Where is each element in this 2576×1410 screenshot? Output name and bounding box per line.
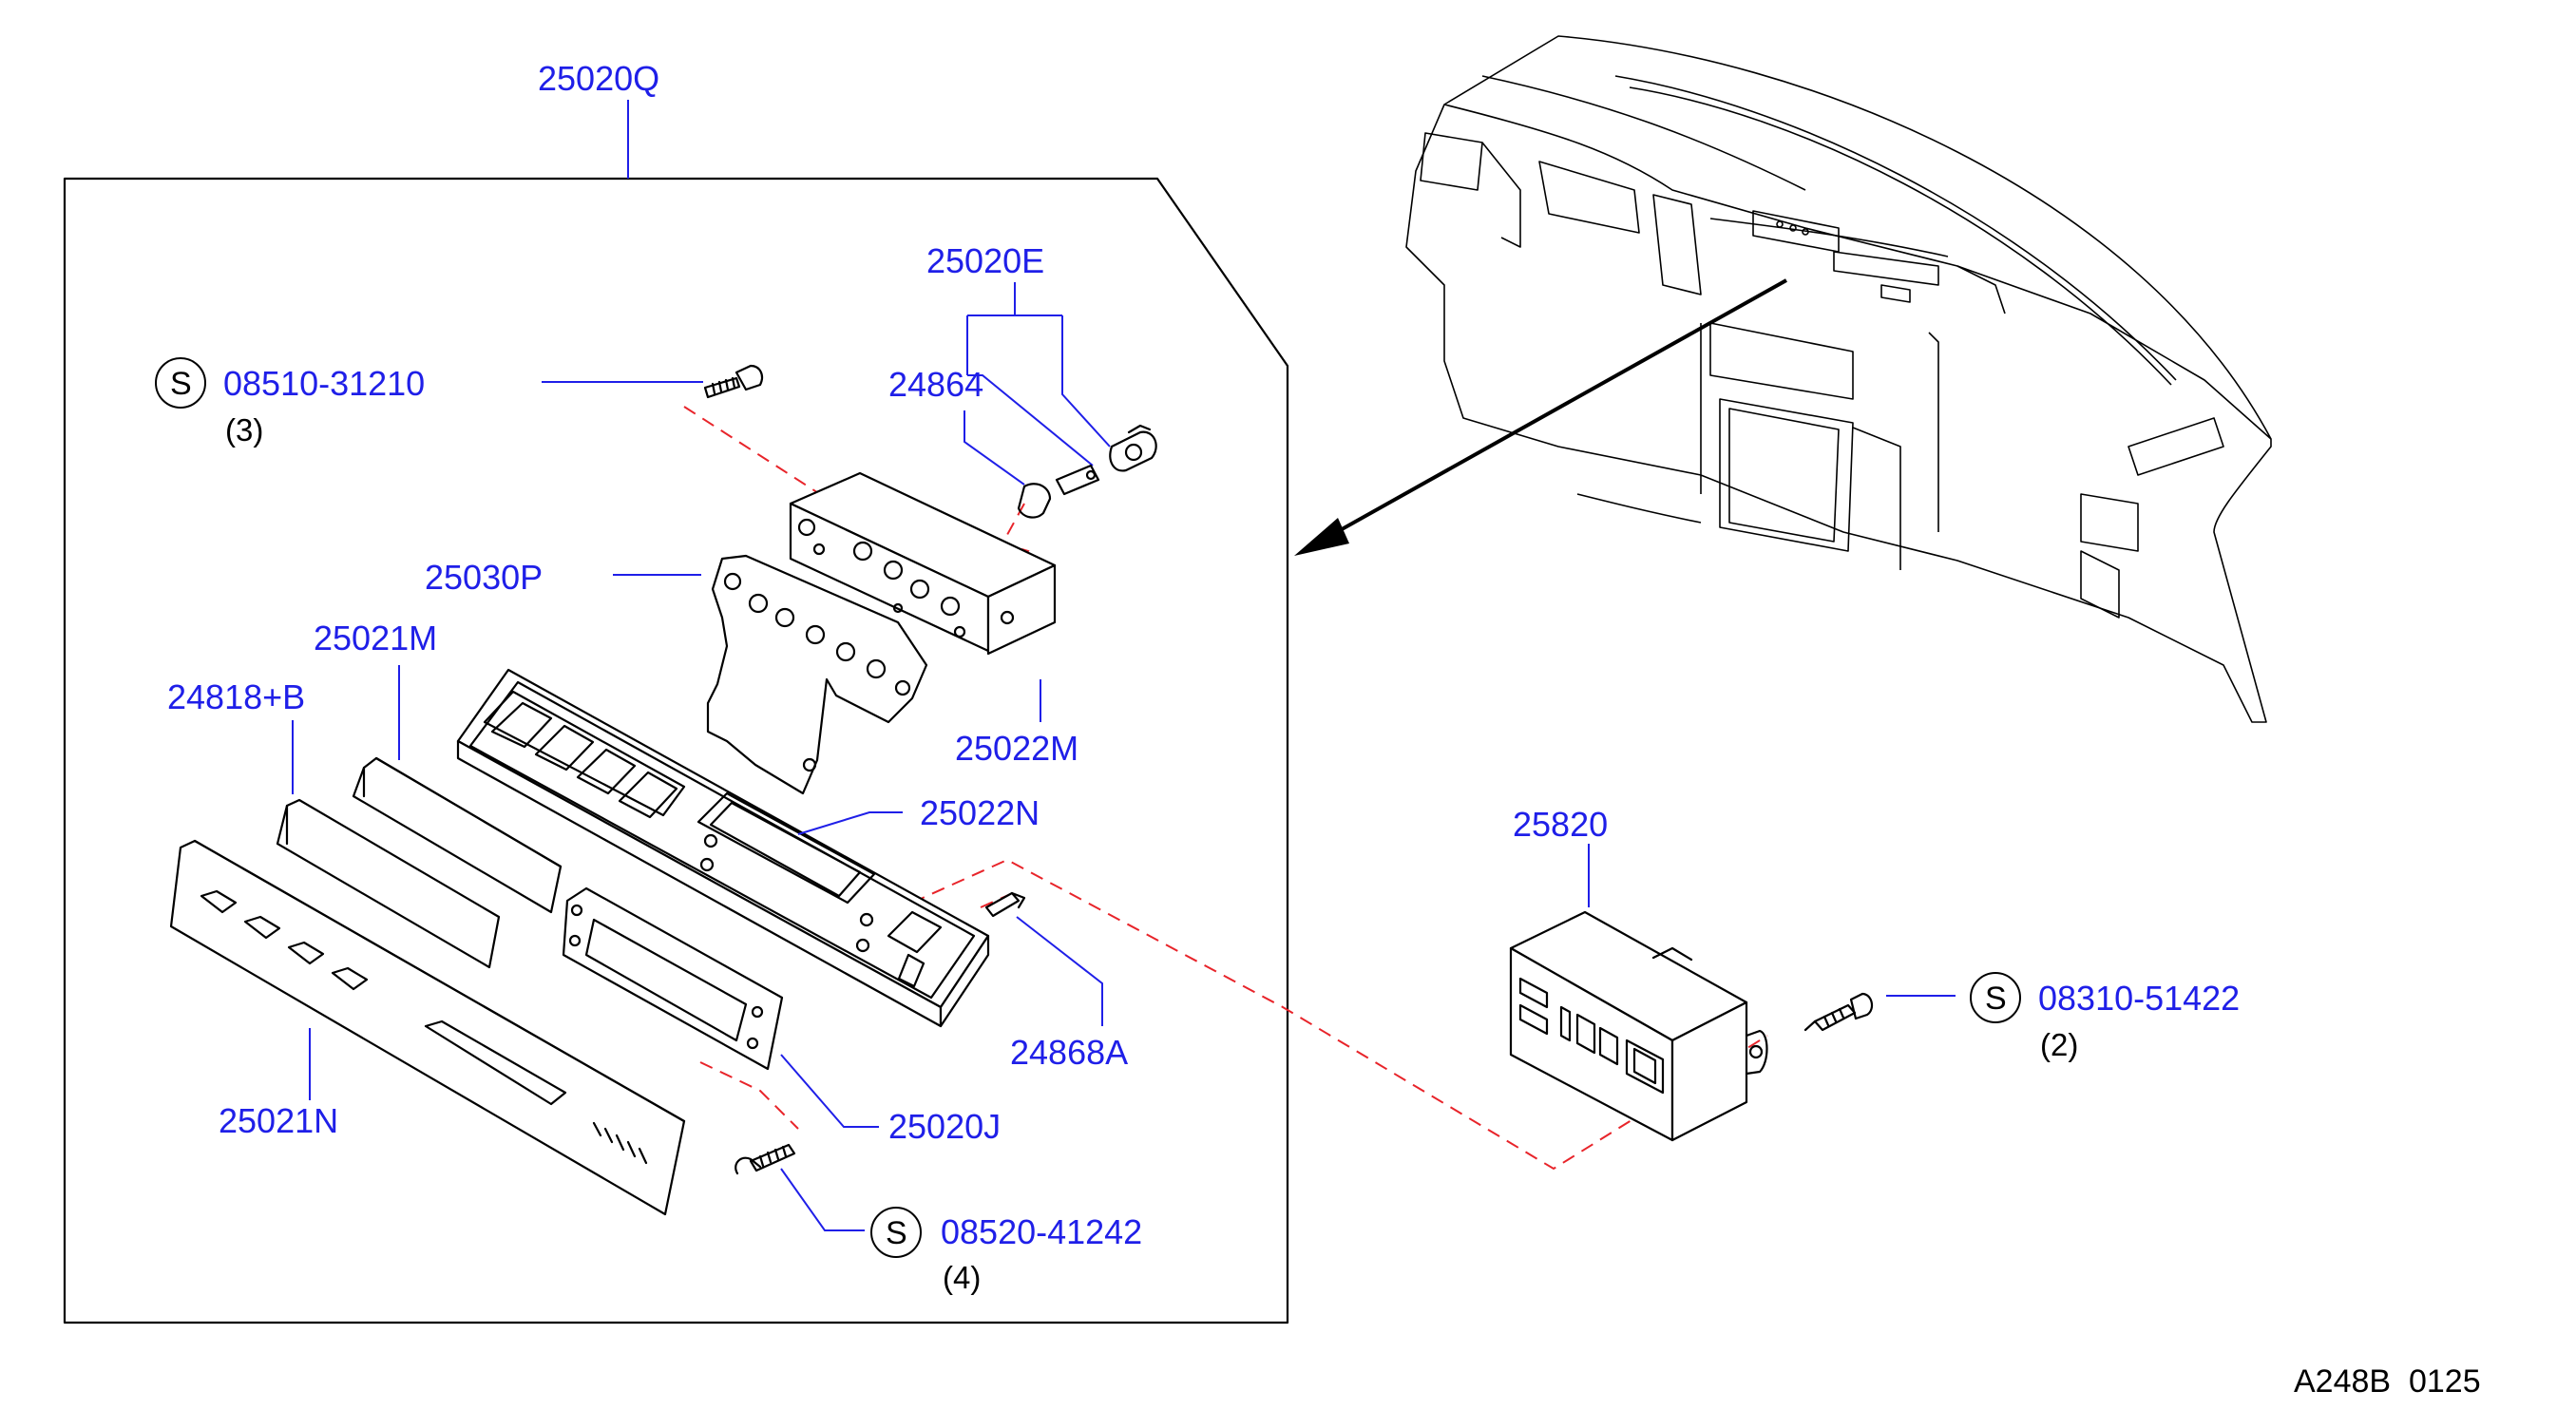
screw-right-symbol: S (1985, 981, 2007, 1017)
leader-25020E (966, 282, 1111, 467)
clip-24868A (984, 891, 1026, 918)
plate-25030P (706, 554, 928, 795)
bezel-25022N (456, 668, 990, 1028)
lens-24818B (276, 798, 501, 969)
screw-bottom-symbol-circle (870, 1207, 922, 1258)
group-label: 25020Q (538, 59, 659, 98)
leader-24868A (1016, 916, 1103, 1026)
label-24818B: 24818+B (167, 677, 305, 716)
leader-24864 (964, 410, 1025, 486)
leader-25020J (780, 1054, 879, 1128)
dashboard-illustration (1405, 35, 2272, 723)
label-25030P: 25030P (425, 558, 543, 597)
label-25021M: 25021M (314, 619, 437, 657)
clock-unit-25820 (1509, 910, 1768, 1142)
leader-25022N (797, 811, 903, 835)
frame-25020J (562, 886, 784, 1071)
housing-25022M (789, 471, 1057, 656)
guide-bulb (1001, 503, 1030, 569)
screw-right-part: 08310-51422 (2038, 979, 2240, 1018)
label-25022N: 25022N (920, 793, 1040, 832)
diagram-reference: A248B 0125 (2294, 1363, 2481, 1400)
screw-top-part: 08510-31210 (223, 364, 425, 403)
label-25020E: 25020E (926, 241, 1044, 280)
screw-top-qty: (3) (225, 412, 263, 448)
screw-right-icon (1803, 992, 1874, 1032)
screw-bottom-symbol: S (886, 1215, 907, 1251)
guide-bracket (911, 858, 1768, 1171)
location-arrow-head (1294, 518, 1349, 556)
label-25020J: 25020J (888, 1107, 1001, 1146)
socket-icon (1109, 424, 1157, 472)
lens-25021M (352, 756, 563, 914)
bulb-icon (1017, 464, 1100, 519)
callout-frame (63, 177, 1289, 1324)
label-25021N: 25021N (219, 1101, 338, 1140)
label-24864: 24864 (888, 365, 983, 404)
screw-bottom-icon (735, 1143, 796, 1175)
screw-right-symbol-circle (1970, 972, 2021, 1023)
guide-screw-bottom (699, 1061, 799, 1130)
label-24868A: 24868A (1010, 1033, 1128, 1072)
location-arrow (1310, 278, 1787, 548)
label-25820: 25820 (1513, 805, 1608, 844)
screw-right-qty: (2) (2040, 1027, 2078, 1062)
label-25022M: 25022M (955, 729, 1078, 768)
screw-bottom-leader (780, 1168, 865, 1231)
screw-bottom-qty: (4) (943, 1260, 981, 1295)
screw-bottom-part: 08520-41242 (941, 1212, 1142, 1251)
screw-top-symbol-circle (155, 357, 206, 409)
panel-25021N (169, 839, 686, 1216)
guide-screw-top (683, 406, 824, 497)
screw-top-symbol: S (170, 366, 192, 402)
screw-top-icon (703, 364, 764, 399)
